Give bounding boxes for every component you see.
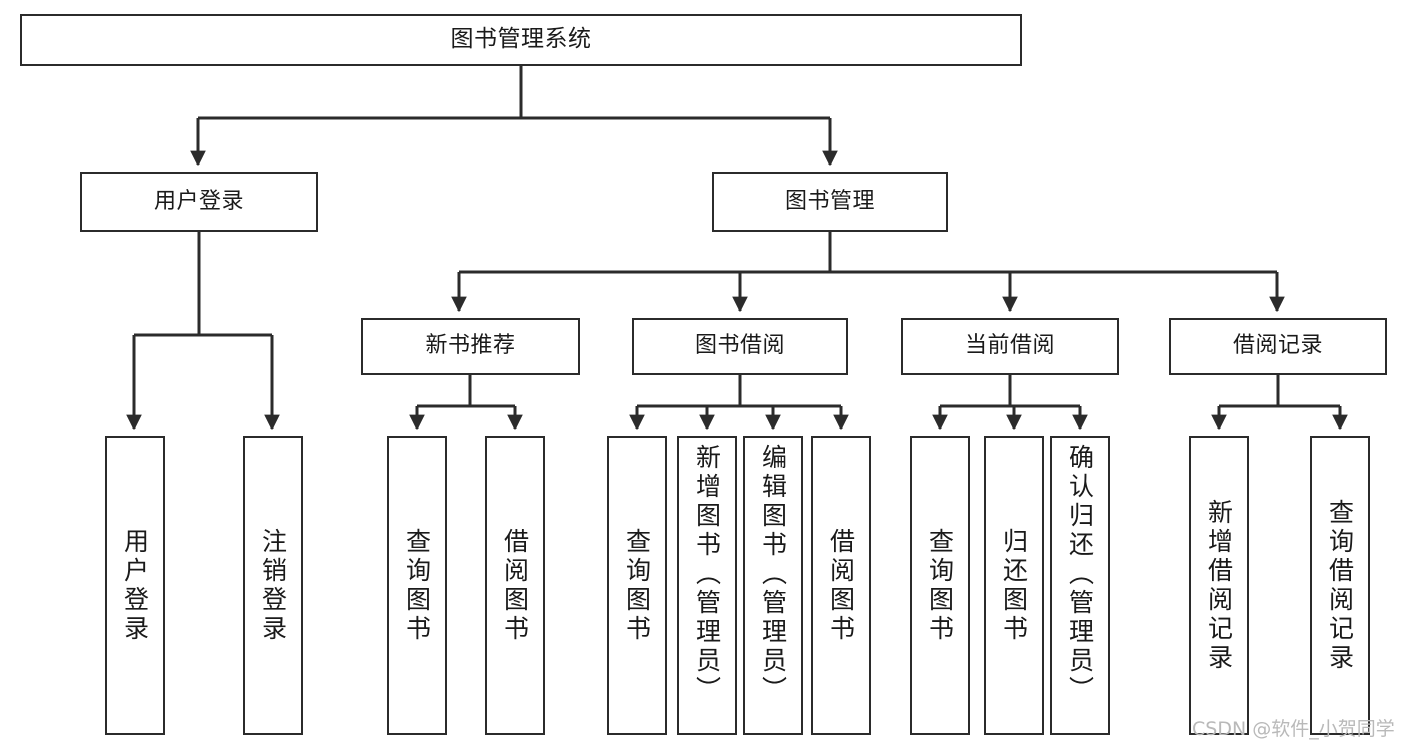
node-leaf-add-record[interactable]: 新增借阅记录 — [1189, 436, 1249, 735]
node-leaf-logout[interactable]: 注销登录 — [243, 436, 303, 735]
node-label: 注销登录 — [258, 527, 288, 644]
node-label: 借阅记录 — [1232, 333, 1323, 359]
node-label: 图书借阅 — [694, 333, 785, 359]
node-label: 图书管理 — [784, 188, 875, 214]
node-leaf-query-record[interactable]: 查询借阅记录 — [1310, 436, 1370, 735]
node-leaf-query-book-1[interactable]: 查询图书 — [387, 436, 447, 735]
node-leaf-return-book[interactable]: 归还图书 — [984, 436, 1044, 735]
node-label: 借阅图书 — [826, 527, 856, 644]
node-user-login[interactable]: 用户登录 — [80, 172, 318, 232]
node-current-borrow[interactable]: 当前借阅 — [901, 318, 1119, 375]
node-leaf-borrow-book-2[interactable]: 借阅图书 — [811, 436, 871, 735]
node-leaf-add-book[interactable]: 新增图书（管理员） — [677, 436, 737, 735]
node-label: 查询借阅记录 — [1325, 498, 1355, 673]
node-label: 查询图书 — [402, 527, 432, 644]
node-label: 确认归还（管理员） — [1065, 444, 1095, 705]
node-book-management[interactable]: 图书管理 — [712, 172, 948, 232]
node-label: 当前借阅 — [964, 333, 1055, 359]
node-label: 查询图书 — [622, 527, 652, 644]
node-label: 新增图书（管理员） — [692, 444, 722, 705]
node-label: 新增借阅记录 — [1204, 498, 1234, 673]
node-label: 借阅图书 — [500, 527, 530, 644]
csdn-watermark: CSDN @软件_小贺同学 — [1192, 718, 1395, 740]
node-label: 图书管理系统 — [450, 26, 592, 53]
node-book-borrow[interactable]: 图书借阅 — [632, 318, 848, 375]
node-borrow-record[interactable]: 借阅记录 — [1169, 318, 1387, 375]
node-label: 查询图书 — [925, 527, 955, 644]
node-label: 编辑图书（管理员） — [758, 444, 788, 705]
node-leaf-borrow-book-1[interactable]: 借阅图书 — [485, 436, 545, 735]
node-leaf-edit-book[interactable]: 编辑图书（管理员） — [743, 436, 803, 735]
node-leaf-query-book-2[interactable]: 查询图书 — [607, 436, 667, 735]
node-label: 用户登录 — [120, 527, 150, 644]
node-system-root[interactable]: 图书管理系统 — [20, 14, 1022, 66]
node-new-book-recommend[interactable]: 新书推荐 — [361, 318, 580, 375]
node-leaf-user-login[interactable]: 用户登录 — [105, 436, 165, 735]
node-leaf-confirm-return[interactable]: 确认归还（管理员） — [1050, 436, 1110, 735]
node-label: 归还图书 — [999, 527, 1029, 644]
node-label: 新书推荐 — [425, 333, 516, 359]
node-label: 用户登录 — [153, 188, 244, 214]
node-leaf-query-book-3[interactable]: 查询图书 — [910, 436, 970, 735]
